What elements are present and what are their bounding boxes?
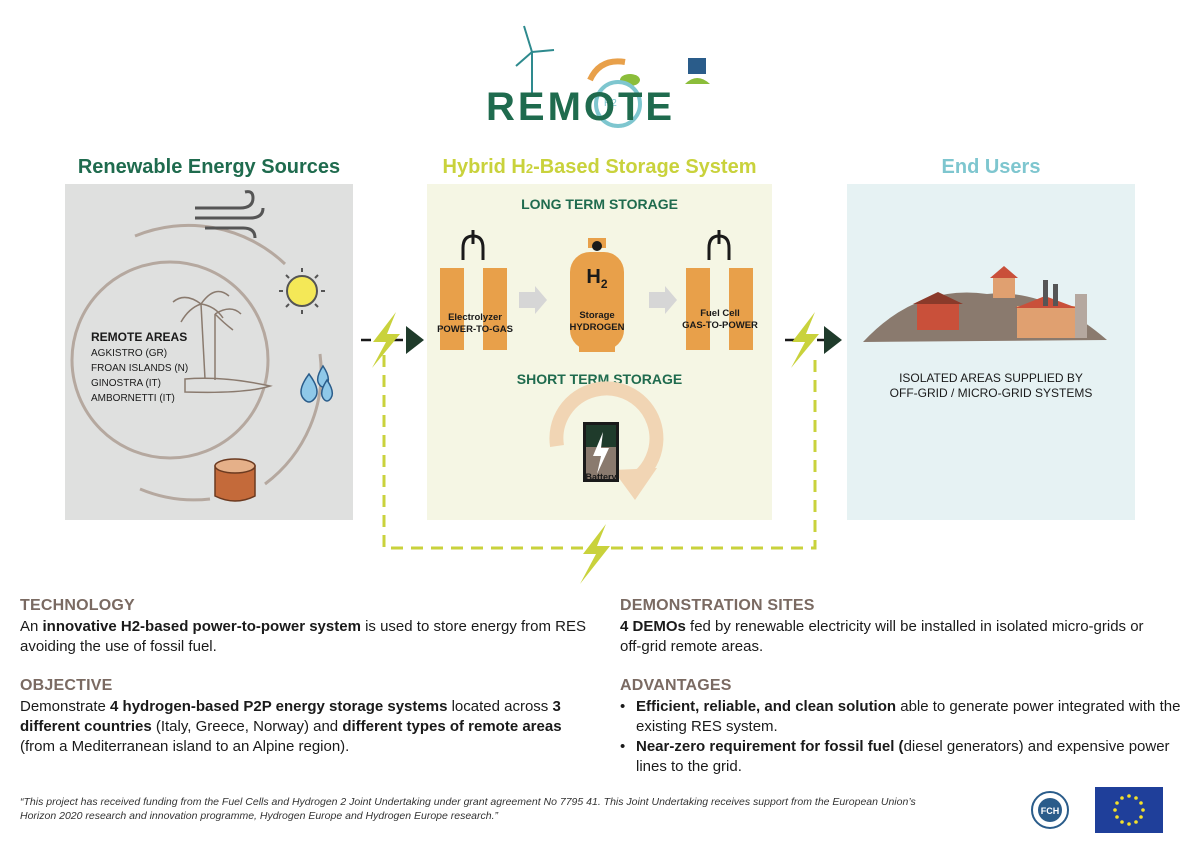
users-title: End Users: [941, 156, 1041, 178]
logo-graphic: H2 REMOTE: [486, 25, 710, 129]
electrolyzer-icon: [440, 230, 507, 350]
lightning-icon: [580, 524, 610, 584]
res-panel: REMOTE AREAS AGKISTRO (GR) FROAN ISLANDS…: [65, 184, 353, 520]
fch-logo-icon: FCH: [1031, 791, 1069, 829]
remote-areas-heading: REMOTE AREAS: [91, 330, 188, 344]
tank-sub: 2: [600, 277, 608, 291]
fuelcell-sub: GAS-TO-POWER: [682, 320, 758, 331]
storage-title-sub: 2: [525, 161, 534, 176]
storage-name: Storage: [579, 310, 615, 321]
hydrogen-tank-icon: [570, 238, 624, 352]
h2-circle: [594, 80, 642, 128]
footnote-line2: Horizon 2020 research and innovation pro…: [20, 810, 499, 822]
tree-stump-icon: [214, 458, 256, 502]
fch-logo-text: FCH: [1041, 806, 1060, 816]
wind-turbine-icon: [515, 25, 555, 95]
fch-logo: FCH: [1030, 790, 1070, 830]
arrow-icon: [519, 286, 547, 314]
users-caption-line2: OFF-GRID / MICRO-GRID SYSTEMS: [889, 386, 1093, 400]
fuel-cell-icon: [686, 230, 753, 350]
objective-b3: different types of remote areas: [342, 718, 562, 735]
objective-text: Demonstrate 4 hydrogen-based P2P energy …: [20, 697, 590, 757]
objective-b2: 3 different countries: [20, 698, 561, 735]
remote-areas-list: AGKISTRO (GR) FROAN ISLANDS (N) GINOSTRA…: [91, 346, 188, 406]
town-graphic: [863, 266, 1107, 342]
advantage-item: Near-zero requirement for fossil fuel (d…: [620, 737, 1185, 777]
technology-post: is used to store energy from RES avoidin…: [20, 618, 587, 655]
battery-label: Battery: [585, 472, 617, 482]
objective-t3: (Italy, Greece, Norway) and: [151, 718, 343, 735]
electrolyzer-sub: POWER-TO-GAS: [437, 324, 513, 335]
advantage-1-bold: Efficient, reliable, and clean solution: [636, 698, 897, 715]
water-drops-icon: [300, 364, 334, 403]
right-arrowhead: [824, 326, 842, 354]
area-item: GINOSTRA (IT): [91, 378, 161, 389]
technology-bold: innovative H2-based power-to-power syste…: [42, 618, 361, 635]
tank-h: H: [586, 266, 601, 288]
advantage-2-post: diesel generators) and expensive power l…: [636, 738, 1170, 775]
advantage-item: Efficient, reliable, and clean solution …: [620, 697, 1185, 737]
technology-text: An innovative H2-based power-to-power sy…: [20, 617, 590, 657]
objective-section: OBJECTIVE Demonstrate 4 hydrogen-based P…: [20, 677, 590, 757]
tower-house-icon: [990, 266, 1018, 298]
area-item: AGKISTRO (GR): [91, 348, 168, 359]
technology-heading: TECHNOLOGY: [20, 597, 135, 614]
fuelcell-name: Fuel Cell: [700, 308, 740, 319]
advantages-heading: ADVANTAGES: [620, 677, 732, 694]
demo-sites-section: DEMONSTRATION SITES 4 DEMOs fed by renew…: [620, 597, 1182, 657]
logo-h2-badge: H2: [604, 98, 617, 109]
demo-sites-bold: 4 DEMOs: [620, 618, 686, 635]
eu-flag: [1095, 787, 1163, 833]
users-caption: ISOLATED AREAS SUPPLIED BY OFF-GRID / MI…: [847, 371, 1135, 401]
storage-label: Storage HYDROGEN: [555, 310, 639, 334]
storage-title: Hybrid H2-Based Storage System: [427, 156, 772, 179]
island-circle: [70, 260, 270, 460]
remote-logo: H2 REMOTE: [480, 20, 720, 135]
electrolyzer-label: Electrolyzer POWER-TO-GAS: [431, 312, 519, 336]
objective-t4: (from a Mediterranean island to an Alpin…: [20, 738, 350, 755]
res-graphic: [70, 190, 334, 502]
long-term-heading: LONG TERM STORAGE: [521, 196, 678, 212]
technology-section: TECHNOLOGY An innovative H2-based power-…: [20, 597, 590, 657]
storage-title-post: -Based Storage System: [533, 156, 757, 178]
wind-icon: [195, 190, 265, 239]
objective-b1: 4 hydrogen-based P2P energy storage syst…: [110, 698, 448, 715]
electrolyzer-name: Electrolyzer: [448, 312, 502, 323]
arrow-icon: [649, 286, 677, 314]
eu-stars-icon: [1113, 794, 1145, 826]
technology-pre: An: [20, 618, 43, 635]
palm-island-icon: [172, 290, 273, 394]
sun-icon: [279, 268, 325, 314]
factory-icon: [1015, 280, 1087, 338]
storage-title-pre: Hybrid H: [442, 156, 526, 178]
objective-t2: located across: [447, 698, 553, 715]
area-item: FROAN ISLANDS (N): [91, 363, 189, 374]
footnote-line1: “This project has received funding from …: [20, 796, 916, 808]
storage-graphic: [440, 230, 753, 500]
demo-sites-text: 4 DEMOs fed by renewable electricity wil…: [620, 617, 1160, 657]
objective-t1: Demonstrate: [20, 698, 111, 715]
res-title: Renewable Energy Sources: [77, 156, 341, 178]
advantages-section: ADVANTAGES Efficient, reliable, and clea…: [620, 677, 1185, 777]
orange-arc: [587, 58, 626, 82]
storage-sub: HYDROGEN: [569, 322, 625, 333]
demo-sites-post: fed by renewable electricity will be ins…: [620, 618, 1144, 655]
left-arrowhead: [406, 326, 424, 354]
objective-heading: OBJECTIVE: [20, 677, 113, 694]
users-caption-line1: ISOLATED AREAS SUPPLIED BY: [899, 371, 1083, 385]
funding-footnote: “This project has received funding from …: [20, 795, 1020, 823]
users-panel: ISOLATED AREAS SUPPLIED BY OFF-GRID / MI…: [847, 184, 1135, 520]
area-item: AMBORNETTI (IT): [91, 393, 175, 404]
storage-panel: LONG TERM STORAGE SHORT TERM STORAGE: [427, 184, 772, 520]
house-icon: [913, 292, 963, 330]
logo-text: REMOTE: [486, 85, 675, 129]
tank-symbol: H2: [570, 266, 624, 291]
fuelcell-label: Fuel Cell GAS-TO-POWER: [677, 308, 763, 332]
advantage-1-post: able to generate power integrated with t…: [636, 698, 1181, 735]
demo-sites-heading: DEMONSTRATION SITES: [620, 597, 815, 614]
advantage-2-bold: Near-zero requirement for fossil fuel (: [636, 738, 904, 755]
lightning-icon: [791, 312, 819, 368]
lightning-icon: [372, 312, 400, 368]
solar-panel-icon: [685, 58, 710, 84]
